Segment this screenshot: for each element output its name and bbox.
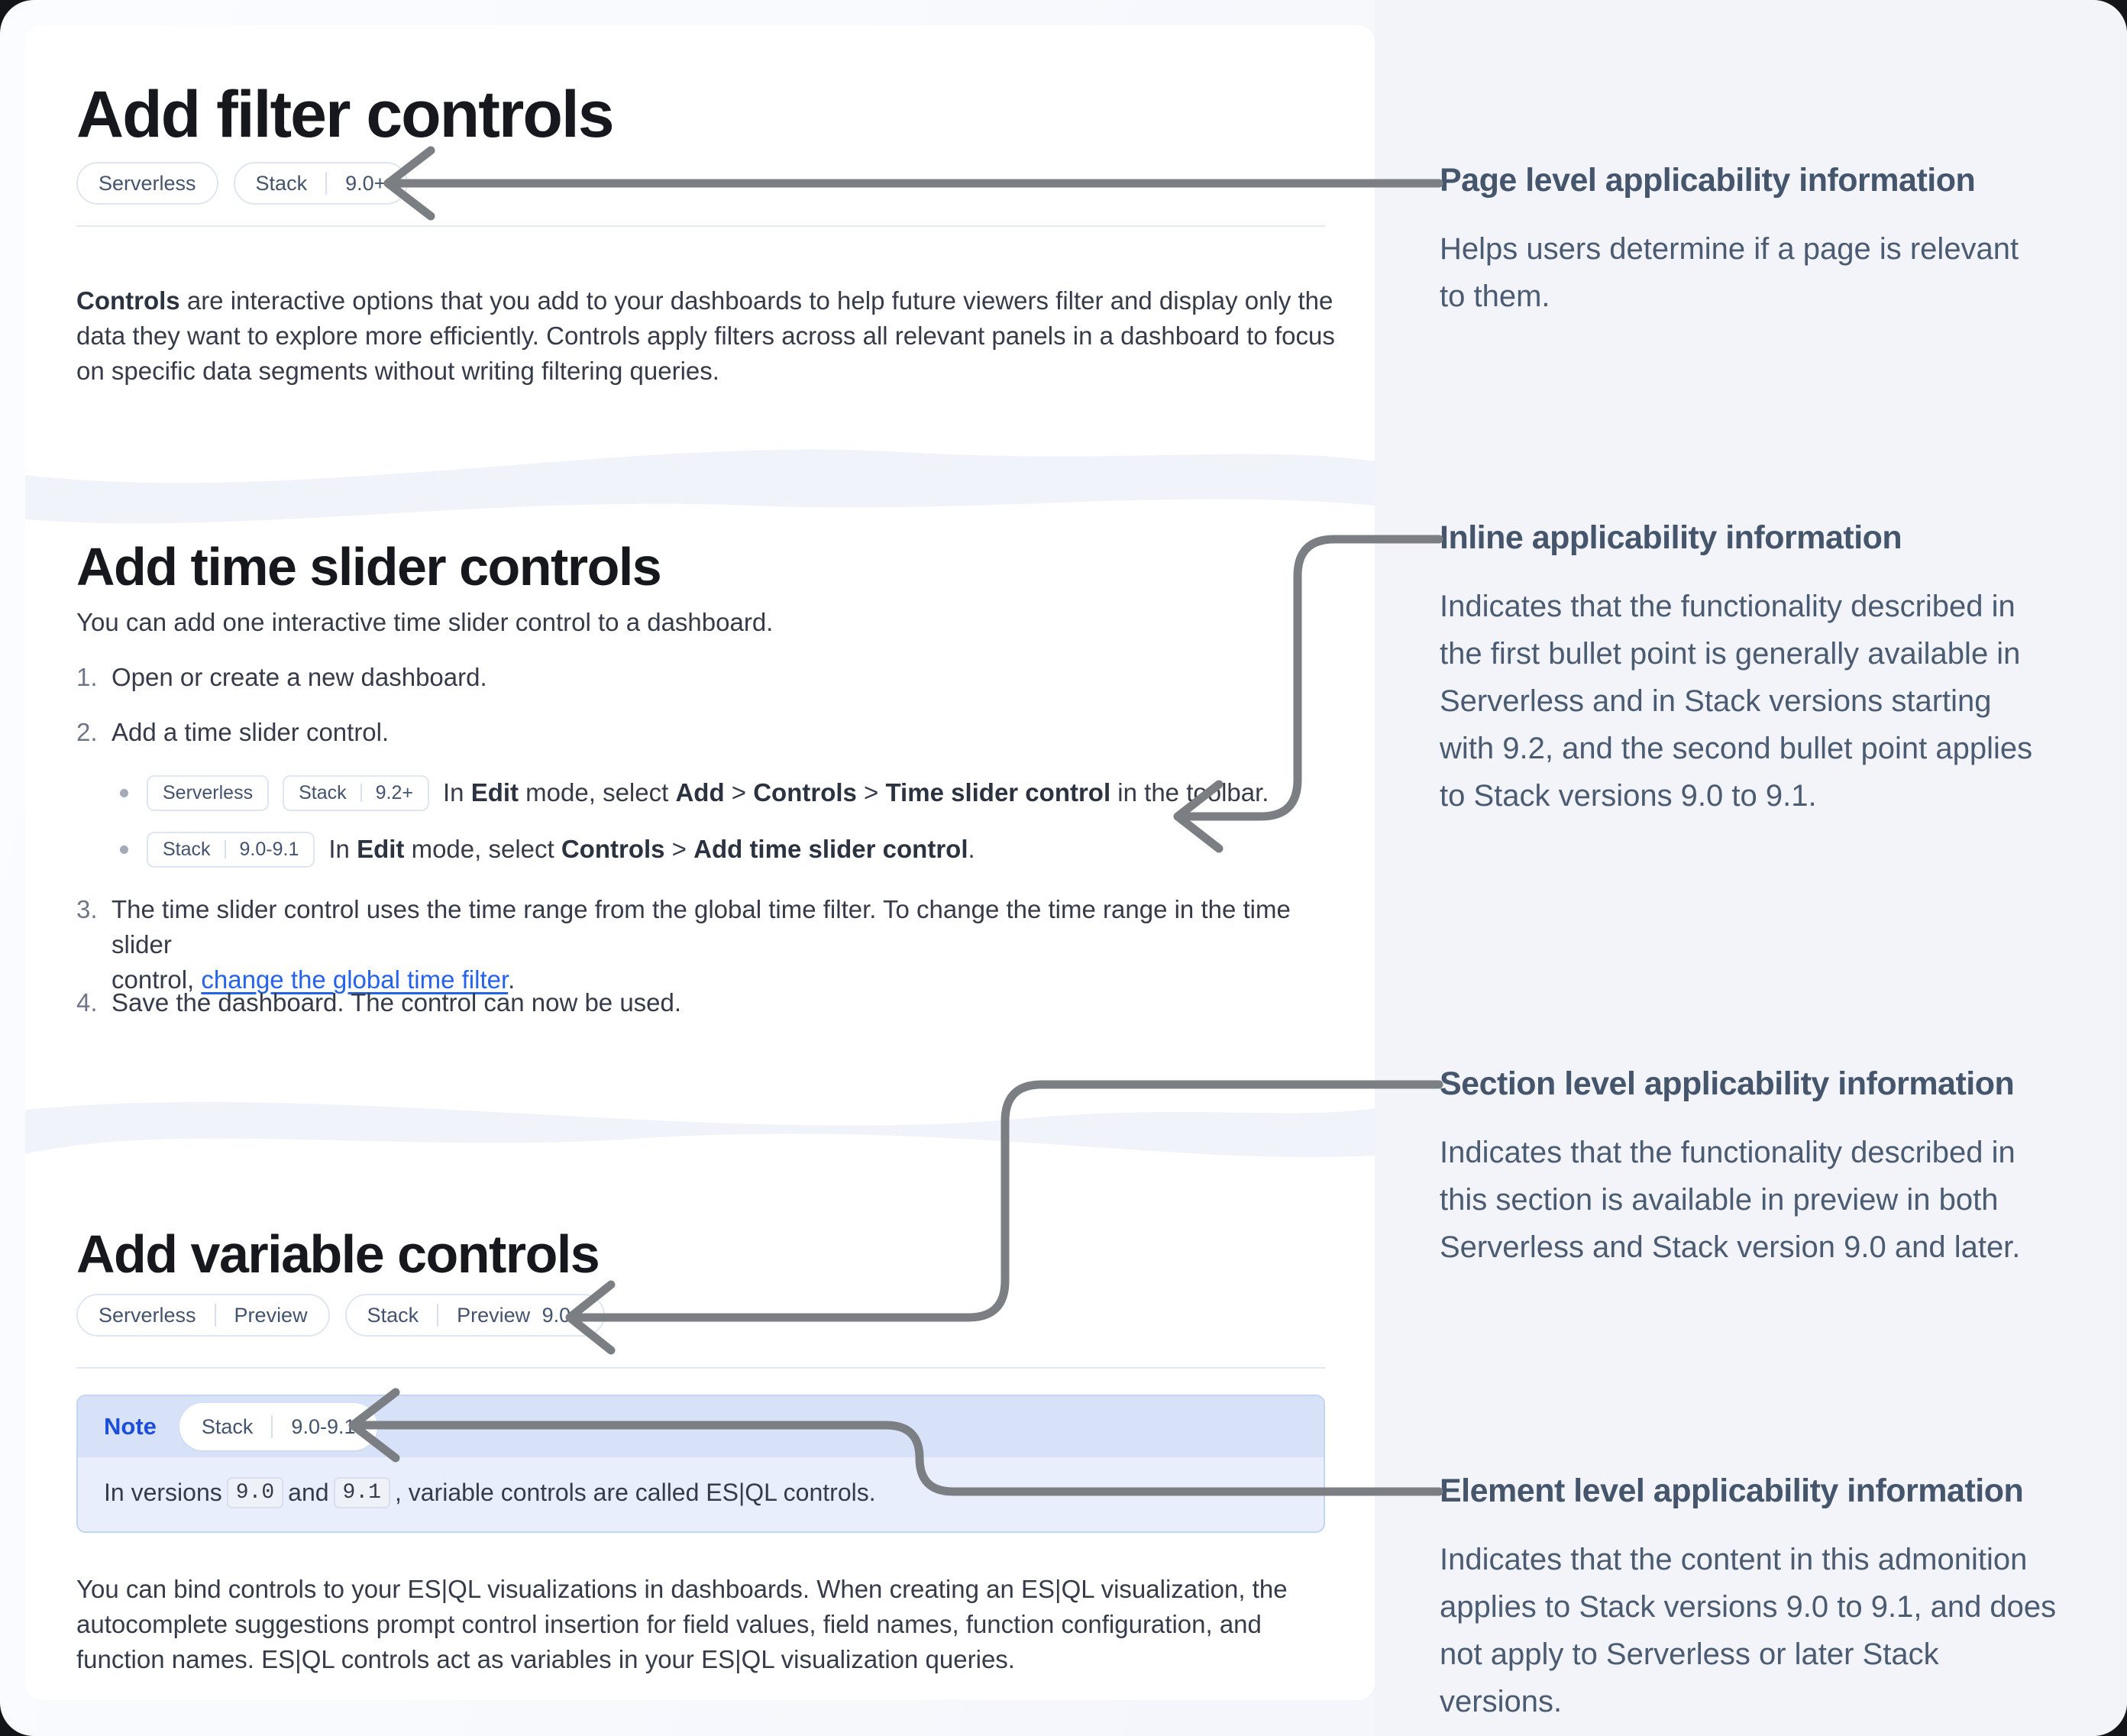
annotation-element-level: Element level applicability information …	[1440, 1473, 2104, 1725]
bullet-stack-90-91: Stack 9.0-9.1 In Edit mode, select Contr…	[120, 828, 975, 871]
applies-badge-serverless-preview[interactable]: Serverless Preview	[76, 1294, 330, 1337]
intro-text: are interactive options that you add to …	[76, 286, 1335, 385]
badge-segment: Stack	[255, 171, 308, 195]
applies-badge-serverless[interactable]: Serverless	[76, 162, 218, 205]
applies-badge-stack-preview[interactable]: Stack Preview 9.0+	[344, 1294, 605, 1337]
step-4: 4. Save the dashboard. The control can n…	[76, 985, 681, 1020]
annotation-body: Indicates that the functionality describ…	[1440, 590, 2033, 813]
step-text: The time slider control uses the time ra…	[112, 895, 1291, 994]
step-text: Add a time slider control.	[112, 718, 390, 746]
note-applies-badge[interactable]: Stack 9.0-9.1	[179, 1403, 378, 1450]
note-label: Note	[104, 1413, 157, 1440]
badge-segment: Stack	[201, 1414, 254, 1438]
annotation-title: Inline applicability information	[1440, 519, 1902, 556]
intro-bold-word: Controls	[76, 286, 180, 315]
badge-segment: Stack	[163, 838, 211, 860]
annotation-column-background	[1375, 0, 2127, 1736]
outro-paragraph: You can bind controls to your ES|QL visu…	[76, 1575, 1288, 1673]
step-2: 2. Add a time slider control.	[76, 715, 389, 750]
annotation-page-level: Page level applicability information Hel…	[1440, 162, 2104, 320]
badge-divider	[224, 840, 226, 858]
annotation-inline-level: Inline applicability information Indicat…	[1440, 519, 2104, 820]
annotation-body: Helps users determine if a page is relev…	[1440, 232, 2019, 313]
step-number: 3.	[76, 895, 98, 923]
code-chip: 9.1	[333, 1477, 390, 1508]
step-text: Save the dashboard. The control can now …	[112, 988, 682, 1017]
annotation-body: Indicates that the content in this admon…	[1440, 1543, 2057, 1718]
inline-badge-stack-90-91[interactable]: Stack 9.0-9.1	[147, 831, 315, 868]
note-admonition: Note Stack 9.0-9.1 In versions 9.0 and 9…	[76, 1395, 1325, 1533]
step-3: 3. The time slider control uses the time…	[76, 892, 1333, 997]
badge-segment: Serverless	[163, 781, 254, 803]
section-applies-badges: Serverless Preview Stack Preview 9.0+	[76, 1294, 605, 1337]
badge-segment: Preview 9.0+	[457, 1303, 583, 1327]
note-header: Note Stack 9.0-9.1	[78, 1396, 1324, 1457]
badge-segment: Serverless	[99, 1303, 196, 1327]
global-time-filter-link[interactable]: change the global time filter	[201, 965, 509, 994]
bullet-text: In Edit mode, select Controls > Add time…	[328, 835, 975, 863]
annotation-title: Page level applicability information	[1440, 162, 1976, 199]
inline-badge-stack-92[interactable]: Stack 9.2+	[283, 774, 429, 811]
badge-segment: 9.0-9.1	[239, 838, 299, 860]
code-chip: 9.0	[226, 1477, 284, 1508]
bullet-dot-icon	[120, 788, 128, 797]
inline-badge-serverless[interactable]: Serverless	[147, 774, 270, 811]
badge-divider	[360, 784, 362, 802]
badge-divider	[271, 1415, 273, 1438]
note-body: In versions 9.0 and 9.1 , variable contr…	[78, 1457, 1324, 1531]
badge-segment: Serverless	[99, 171, 196, 195]
badge-segment: Stack	[299, 781, 347, 803]
step-number: 4.	[76, 988, 98, 1017]
annotation-body: Indicates that the functionality describ…	[1440, 1136, 2021, 1264]
divider-rule	[76, 1367, 1325, 1369]
badge-divider	[437, 1304, 439, 1327]
badge-segment: Stack	[367, 1303, 419, 1327]
bullet-serverless-stack-92: Serverless Stack 9.2+ In Edit mode, sele…	[120, 771, 1269, 814]
applies-badge-stack[interactable]: Stack 9.0+	[233, 162, 409, 205]
step-text: Open or create a new dashboard.	[112, 663, 487, 691]
badge-segment: 9.2+	[375, 781, 413, 803]
intro-paragraph: Controls are interactive options that yo…	[76, 248, 1344, 389]
annotation-section-level: Section level applicability information …	[1440, 1065, 2104, 1271]
annotation-title: Element level applicability information	[1440, 1473, 2024, 1509]
annotation-title: Section level applicability information	[1440, 1065, 2015, 1102]
section-title-variable-controls: Add variable controls	[76, 1224, 600, 1284]
bullet-dot-icon	[120, 845, 128, 854]
step-1: 1. Open or create a new dashboard.	[76, 660, 487, 695]
badge-segment: 9.0+	[345, 171, 386, 195]
bullet-text: In Edit mode, select Add > Controls > Ti…	[442, 778, 1269, 807]
time-slider-lead: You can add one interactive time slider …	[76, 608, 774, 636]
badge-segment: Preview	[234, 1303, 308, 1327]
divider-rule	[76, 225, 1325, 227]
section-title-time-slider: Add time slider controls	[76, 537, 662, 596]
page-applies-badges: Serverless Stack 9.0+	[76, 162, 409, 205]
badge-segment: 9.0-9.1	[291, 1414, 356, 1438]
step-number: 2.	[76, 718, 98, 746]
badge-divider	[325, 172, 328, 195]
step-number: 1.	[76, 663, 98, 691]
page-title: Add filter controls	[76, 78, 615, 151]
badge-divider	[214, 1304, 216, 1327]
